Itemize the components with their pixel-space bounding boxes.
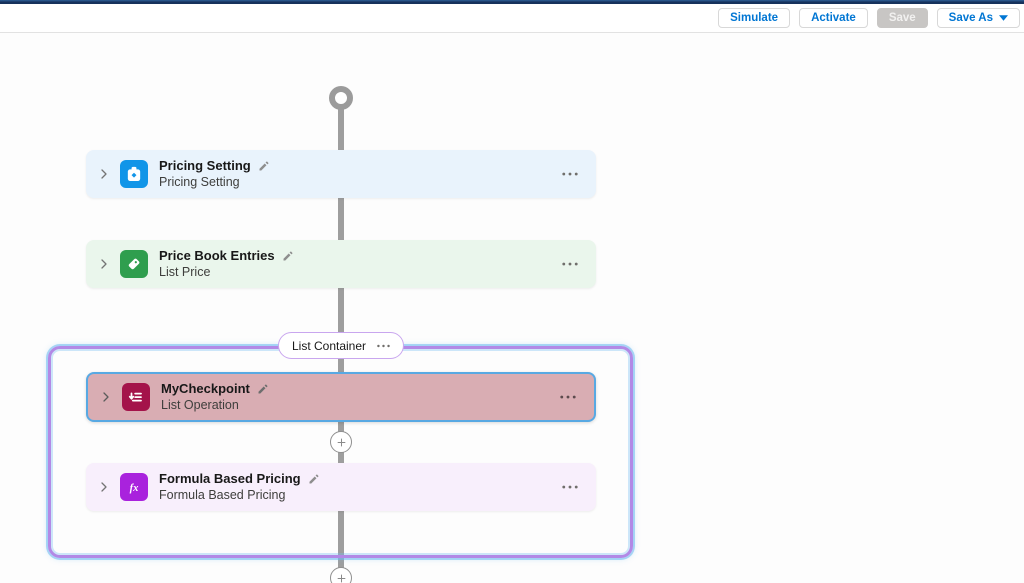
plus-icon (337, 438, 345, 446)
more-actions-icon[interactable] (560, 395, 576, 399)
expand-chevron-icon[interactable] (98, 258, 110, 270)
container-label: List Container (291, 338, 367, 353)
global-nav-bar (0, 0, 1024, 4)
more-actions-icon[interactable] (562, 485, 578, 489)
edit-pencil-icon[interactable] (257, 383, 269, 395)
node-text: Price Book Entries List Price (159, 248, 294, 280)
node-card-formula-based-pricing[interactable]: fx Formula Based Pricing Formula Based P… (86, 463, 596, 511)
node-text: Formula Based Pricing Formula Based Pric… (159, 471, 320, 503)
node-subtitle: Formula Based Pricing (159, 488, 286, 502)
add-node-button[interactable] (330, 431, 352, 453)
edit-pencil-icon[interactable] (282, 250, 294, 262)
node-title: MyCheckpoint (161, 381, 250, 396)
node-title: Pricing Setting (159, 158, 251, 173)
more-actions-icon[interactable] (562, 262, 578, 266)
node-subtitle: Pricing Setting (159, 175, 240, 189)
simulate-button[interactable]: Simulate (718, 8, 791, 28)
node-title: Formula Based Pricing (159, 471, 301, 486)
expand-chevron-icon[interactable] (100, 391, 112, 403)
formula-fx-icon: fx (120, 473, 148, 501)
price-tag-icon (120, 250, 148, 278)
flow-start-node[interactable] (329, 86, 353, 110)
save-as-button[interactable]: Save As (936, 8, 1020, 28)
svg-text:fx: fx (130, 483, 140, 494)
more-actions-icon[interactable] (562, 172, 578, 176)
activate-button[interactable]: Activate (799, 8, 868, 28)
node-text: MyCheckpoint List Operation (161, 381, 269, 413)
edit-pencil-icon[interactable] (308, 473, 320, 485)
builder-toolbar: Simulate Activate Save Save As (0, 4, 1024, 33)
expand-chevron-icon[interactable] (98, 168, 110, 180)
plus-icon (337, 574, 345, 582)
list-operation-icon (122, 383, 150, 411)
node-card-price-book-entries[interactable]: Price Book Entries List Price (86, 240, 596, 288)
add-node-button[interactable] (330, 567, 352, 583)
edit-pencil-icon[interactable] (258, 160, 270, 172)
pricing-weight-icon (120, 160, 148, 188)
node-subtitle: List Price (159, 265, 211, 279)
node-card-pricing-setting[interactable]: Pricing Setting Pricing Setting (86, 150, 596, 198)
save-as-label: Save As (948, 12, 993, 24)
save-button: Save (876, 8, 928, 28)
more-actions-icon[interactable] (377, 344, 390, 348)
node-text: Pricing Setting Pricing Setting (159, 158, 270, 190)
node-subtitle: List Operation (161, 398, 239, 412)
expand-chevron-icon[interactable] (98, 481, 110, 493)
node-title: Price Book Entries (159, 248, 275, 263)
node-card-mycheckpoint[interactable]: MyCheckpoint List Operation (86, 372, 596, 422)
chevron-down-icon (999, 15, 1008, 21)
list-container-pill[interactable]: List Container (277, 332, 405, 359)
